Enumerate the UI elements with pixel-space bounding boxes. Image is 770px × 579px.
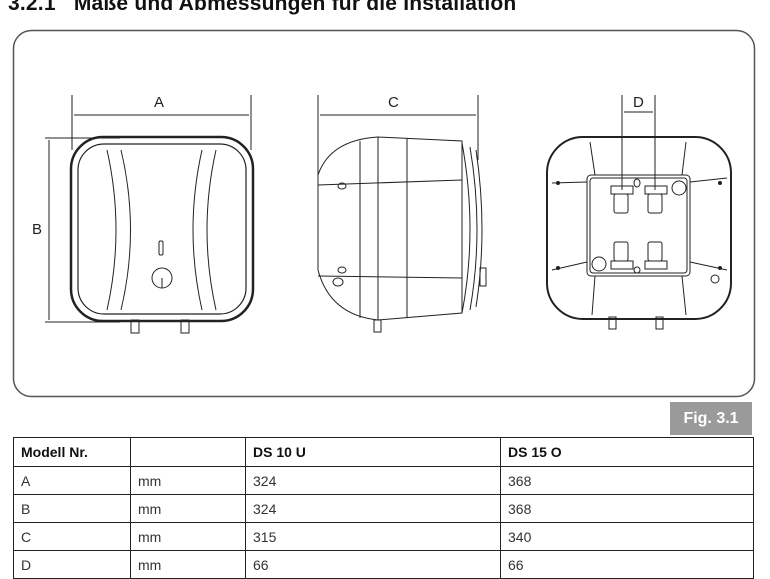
header-cell: DS 10 U (245, 437, 501, 467)
dimension-label-b: B (32, 221, 42, 238)
dimension-label-c: C (388, 94, 399, 111)
header-cell: Modell Nr. (13, 437, 131, 467)
cell: mm (130, 466, 246, 495)
header-cell: DS 15 O (500, 437, 754, 467)
figure-label: Fig. 3.1 (670, 402, 752, 435)
dimension-label-a: A (154, 94, 164, 111)
cell: 66 (500, 550, 754, 579)
installation-dimension-drawing: A B C D (12, 29, 756, 398)
cell: 315 (245, 522, 501, 551)
cell: 324 (245, 494, 501, 523)
cell: mm (130, 522, 246, 551)
cell: 340 (500, 522, 754, 551)
header-cell (130, 437, 246, 467)
cell: A (13, 466, 131, 495)
cell: D (13, 550, 131, 579)
front-view (45, 95, 255, 334)
figure-frame (12, 29, 756, 398)
cell: 368 (500, 466, 754, 495)
cell: mm (130, 494, 246, 523)
cell: mm (130, 550, 246, 579)
dimension-label-d: D (633, 94, 644, 111)
cell: B (13, 494, 131, 523)
table-header-row: Modell Nr. DS 10 U DS 15 O (13, 437, 754, 467)
side-view (317, 95, 487, 333)
back-view (546, 95, 732, 330)
cell: 324 (245, 466, 501, 495)
cell: 66 (245, 550, 501, 579)
cell: 368 (500, 494, 754, 523)
cell: C (13, 522, 131, 551)
section-heading: 3.2.1 Maße und Abmessungen für die Insta… (8, 0, 517, 15)
